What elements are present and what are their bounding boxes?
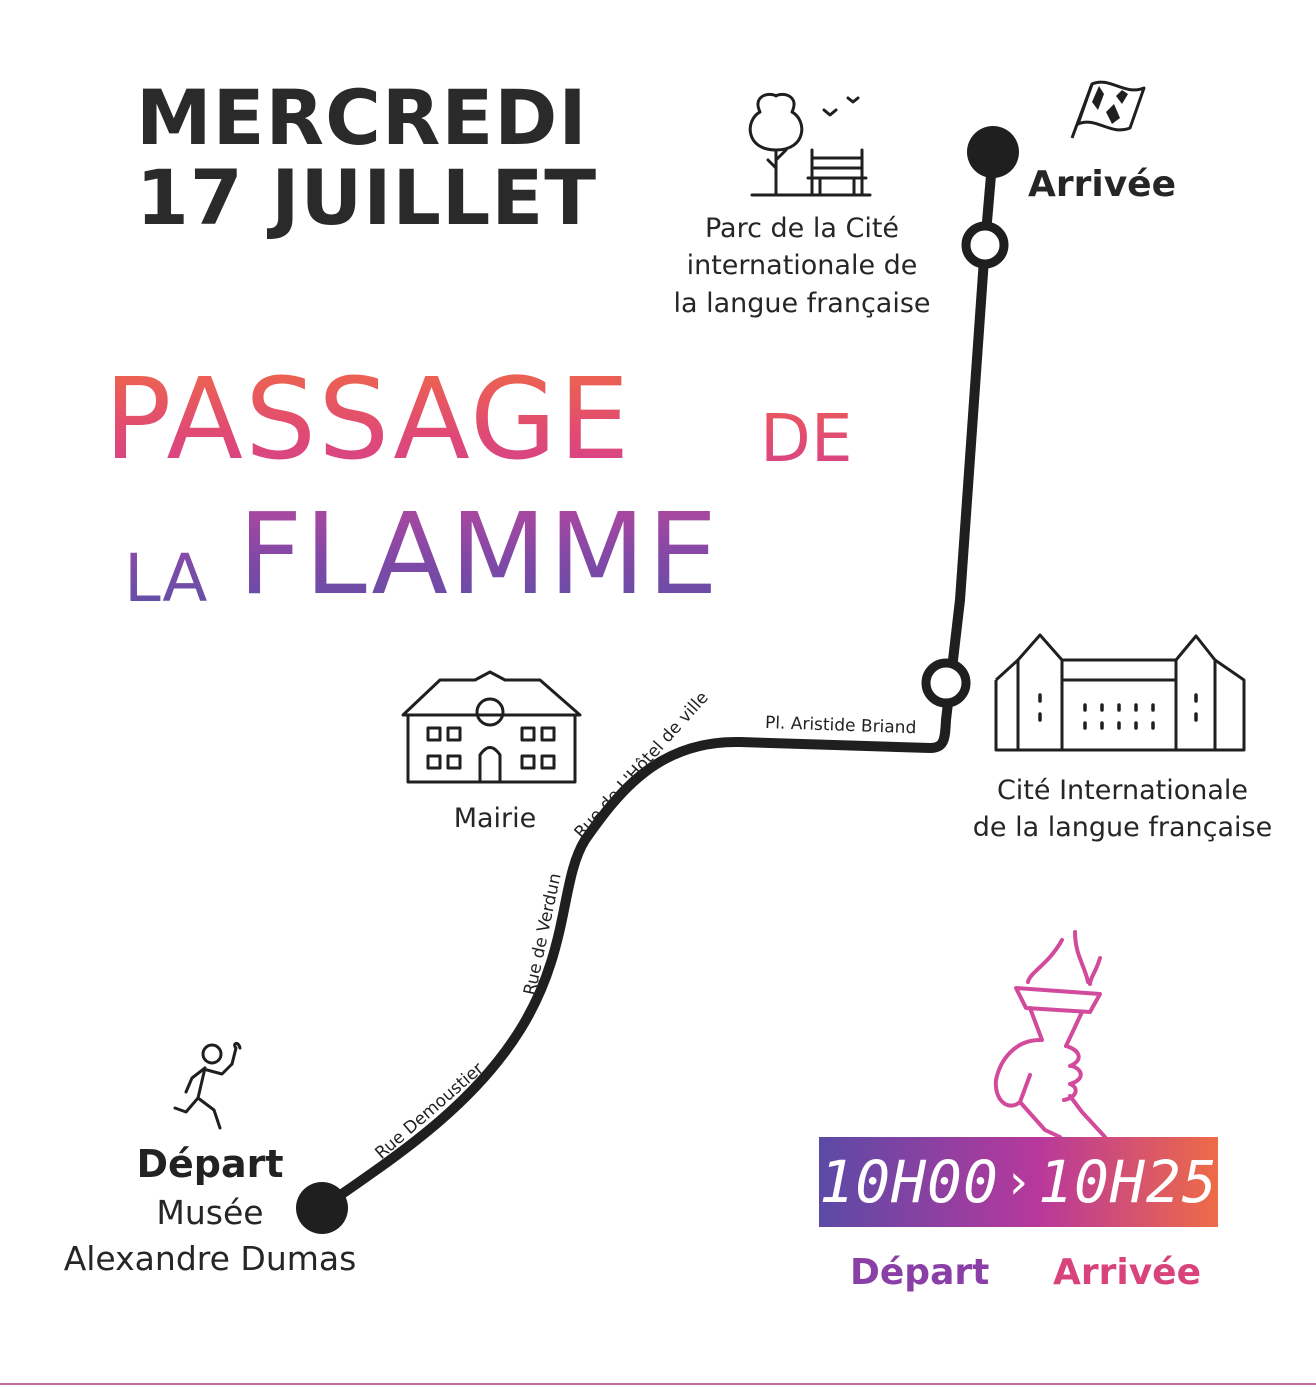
departure-label: Départ — [136, 1142, 284, 1186]
title-flamme: FLAMME — [238, 490, 721, 620]
end-time: 10H25 — [1038, 1148, 1218, 1216]
stop-parc-marker — [961, 221, 1009, 269]
start-time: 10H00 — [819, 1148, 999, 1216]
title-la: LA — [124, 540, 208, 617]
title-de: DE — [760, 400, 853, 477]
runner-with-torch-icon — [173, 1041, 242, 1130]
castle-icon — [994, 633, 1246, 752]
stop-cite-marker — [921, 658, 971, 708]
mairie-label: Mairie — [453, 803, 537, 834]
arrival-marker — [967, 126, 1019, 178]
bottom-divider — [0, 1383, 1316, 1385]
route-line — [317, 147, 998, 1213]
arrow-icon: › — [1008, 1154, 1029, 1210]
parc-label-line: la langue française — [673, 287, 931, 319]
date-day-month: 17 JUILLET — [136, 153, 598, 242]
schedule-start-label: Départ — [850, 1252, 990, 1293]
parc-label: Parc de la Cité internationale de la lan… — [652, 210, 952, 322]
torch-in-hand-icon — [993, 930, 1107, 1139]
departure-place-line: Musée — [156, 1193, 264, 1233]
schedule-end-label: Arrivée — [1053, 1252, 1202, 1293]
parc-label-line: internationale de — [686, 250, 918, 282]
cite-label: Cité Internationale de la langue françai… — [960, 772, 1285, 847]
date-weekday: MERCREDI — [136, 73, 588, 162]
departure-place-line: Alexandre Dumas — [63, 1238, 357, 1278]
schedule-box: 10H00 › 10H25 — [819, 1137, 1218, 1227]
town-hall-icon — [401, 670, 582, 784]
departure-block: Départ Musée Alexandre Dumas — [30, 1138, 390, 1282]
title-passage: PASSAGE — [104, 355, 632, 485]
arrival-label: Arrivée — [1028, 164, 1177, 205]
departure-marker — [296, 1182, 348, 1234]
cite-label-line: de la langue française — [972, 812, 1273, 844]
cite-label-line: Cité Internationale — [996, 775, 1249, 806]
finish-flag-icon — [1070, 80, 1146, 139]
park-tree-bench-icon — [748, 92, 872, 197]
parc-label-line: Parc de la Cité — [704, 213, 900, 244]
